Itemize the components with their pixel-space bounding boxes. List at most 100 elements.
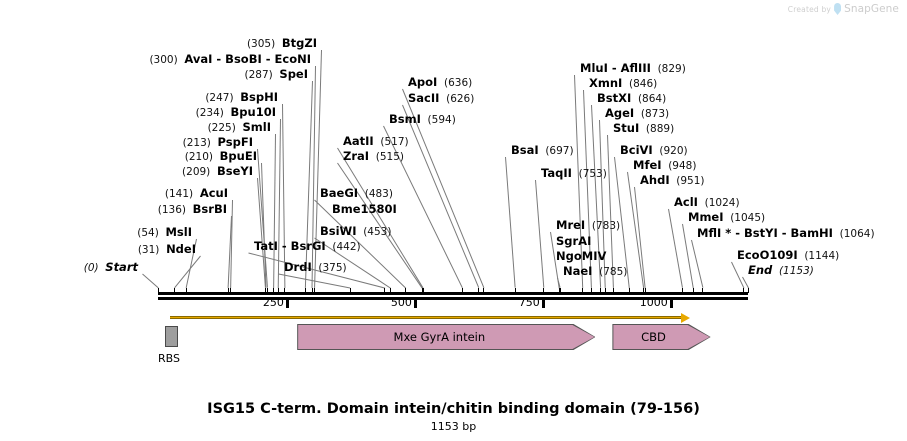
site-label-acui[interactable]: (141) AcuI — [165, 187, 228, 200]
site-label-agei[interactable]: AgeI (873) — [605, 107, 669, 120]
site-position: (31) — [137, 244, 167, 256]
site-label-pspfi[interactable]: (213) PspFI — [183, 136, 253, 149]
site-label-ngomiv[interactable]: NgoMIV — [556, 250, 606, 262]
site-position: (920) — [652, 145, 688, 157]
site-position: (517) — [373, 136, 409, 148]
site-label-smli[interactable]: (225) SmlI — [208, 121, 271, 134]
site-label-msli[interactable]: (54) MslI — [137, 226, 192, 239]
site-label-zrai[interactable]: ZraI (515) — [343, 150, 404, 163]
site-label-sgrai[interactable]: SgrAI — [556, 235, 591, 247]
site-position: (213) — [182, 137, 218, 149]
site-label-bstxi[interactable]: BstXI (864) — [597, 92, 666, 105]
site-name: BstXI — [597, 91, 632, 105]
site-position: (54) — [137, 227, 166, 239]
orf-arrow — [170, 313, 690, 323]
site-position: (783) — [585, 220, 621, 232]
site-label-baegi[interactable]: BaeGI (483) — [320, 187, 393, 200]
site-name: TaqII — [541, 166, 572, 180]
site-label-avai[interactable]: (300) AvaI - BsoBI - EcoNI — [149, 53, 311, 66]
site-position: (1024) — [697, 197, 740, 209]
site-label-bme1580i[interactable]: Bme1580I — [332, 203, 397, 215]
site-label-mrei[interactable]: MreI (783) — [556, 219, 620, 232]
site-name: AclI — [674, 195, 698, 209]
site-label-start[interactable]: (0) Start — [84, 261, 138, 274]
ruler-tick — [389, 288, 391, 293]
site-label-end[interactable]: End (1153) — [748, 264, 814, 277]
site-name: XmnI — [589, 76, 623, 90]
feature-mxe-gyra-intein[interactable]: Mxe GyrA intein — [297, 324, 595, 350]
sequence-ruler — [158, 288, 749, 302]
site-label-apoi[interactable]: ApoI (636) — [408, 76, 472, 89]
site-label-stui[interactable]: StuI (889) — [613, 122, 674, 135]
site-label-mmei[interactable]: MmeI (1045) — [688, 211, 765, 224]
site-label-btgzi[interactable]: (305) BtgZI — [247, 37, 317, 50]
feature-rbs[interactable] — [165, 326, 178, 347]
site-label-xmni[interactable]: XmnI (846) — [589, 77, 657, 90]
ruler-tick — [559, 288, 561, 293]
site-position: (375) — [311, 262, 347, 274]
ruler-tick — [643, 288, 645, 293]
site-label-bseyi[interactable]: (209) BseYI — [182, 165, 253, 178]
site-label-bpu10i[interactable]: (234) Bpu10I — [196, 106, 276, 119]
site-label-bcivi[interactable]: BciVI (920) — [620, 144, 688, 157]
feature-arrow-fill — [613, 325, 709, 349]
site-label-bsiwi[interactable]: BsiWI (453) — [320, 225, 391, 238]
site-position: (300) — [149, 54, 185, 66]
ruler-tick — [692, 288, 694, 293]
ruler-axis-label: 500 — [390, 296, 412, 309]
ruler-axis-label: 1000 — [639, 296, 668, 309]
site-label-acli[interactable]: AclI (1024) — [674, 196, 740, 209]
ruler-tick — [158, 288, 159, 293]
site-position: (287) — [244, 69, 280, 81]
site-name: MslI — [165, 225, 192, 239]
site-name: End — [748, 263, 773, 277]
ruler-tick — [349, 288, 351, 293]
site-label-tati[interactable]: TatI - BsrGI (442) — [254, 240, 361, 253]
site-label-ecoo109i[interactable]: EcoO109I (1144) — [737, 249, 839, 262]
site-label-naei[interactable]: NaeI (785) — [563, 265, 627, 278]
site-label-bsphi[interactable]: (247) BspHI — [205, 91, 278, 104]
ruler-tick — [604, 288, 606, 293]
site-position: (889) — [639, 123, 675, 135]
site-leader-line — [682, 223, 694, 289]
site-label-mfei[interactable]: MfeI (948) — [633, 159, 696, 172]
feature-rbs-label: RBS — [158, 352, 180, 365]
site-leader-line — [277, 118, 281, 288]
site-leader-line — [273, 133, 276, 288]
site-label-drdi[interactable]: DrdI (375) — [284, 261, 347, 274]
orf-arrow-head — [681, 313, 690, 323]
ruler-tick — [600, 288, 602, 293]
site-name: MmeI — [688, 210, 724, 224]
site-name: AhdI — [640, 173, 670, 187]
site-position: (136) — [157, 204, 193, 216]
ruler-tick — [227, 288, 229, 293]
watermark-created-by-text: Created by — [787, 4, 832, 14]
site-label-mlui[interactable]: MluI - AflIII (829) — [580, 62, 686, 75]
site-label-bsai[interactable]: BsaI (697) — [511, 144, 574, 157]
site-position: (636) — [437, 77, 473, 89]
site-label-sacii[interactable]: SacII (626) — [408, 92, 474, 105]
feature-cbd[interactable]: CBD — [612, 324, 710, 350]
site-leader-line — [668, 208, 683, 289]
site-position: (225) — [207, 122, 243, 134]
site-name: SmlI — [242, 120, 272, 134]
site-label-ahdi[interactable]: AhdI (951) — [640, 174, 705, 187]
site-label-taqii[interactable]: TaqII (753) — [541, 167, 607, 180]
site-name: ZraI — [343, 149, 370, 163]
ruler-tick — [421, 288, 423, 293]
site-position: (515) — [369, 151, 404, 163]
site-label-aatii[interactable]: AatII (517) — [343, 135, 409, 148]
ruler-tick — [483, 288, 485, 293]
site-name: SacII — [408, 91, 440, 105]
ruler-tick — [284, 288, 286, 293]
site-label-bsrbi[interactable]: (136) BsrBI — [158, 203, 227, 216]
site-name: BsiWI — [320, 224, 357, 238]
ruler-tick — [311, 288, 313, 293]
site-position: (210) — [184, 151, 220, 163]
site-label-mflI[interactable]: MflI * - BstYI - BamHI (1064) — [697, 227, 875, 240]
site-label-bpuei[interactable]: (210) BpuEI — [185, 150, 257, 163]
site-label-ndei[interactable]: (31) NdeI — [138, 243, 196, 256]
site-position: (141) — [164, 188, 200, 200]
site-label-bsmi[interactable]: BsmI (594) — [389, 113, 456, 126]
site-label-spei[interactable]: (287) SpeI — [244, 68, 308, 81]
